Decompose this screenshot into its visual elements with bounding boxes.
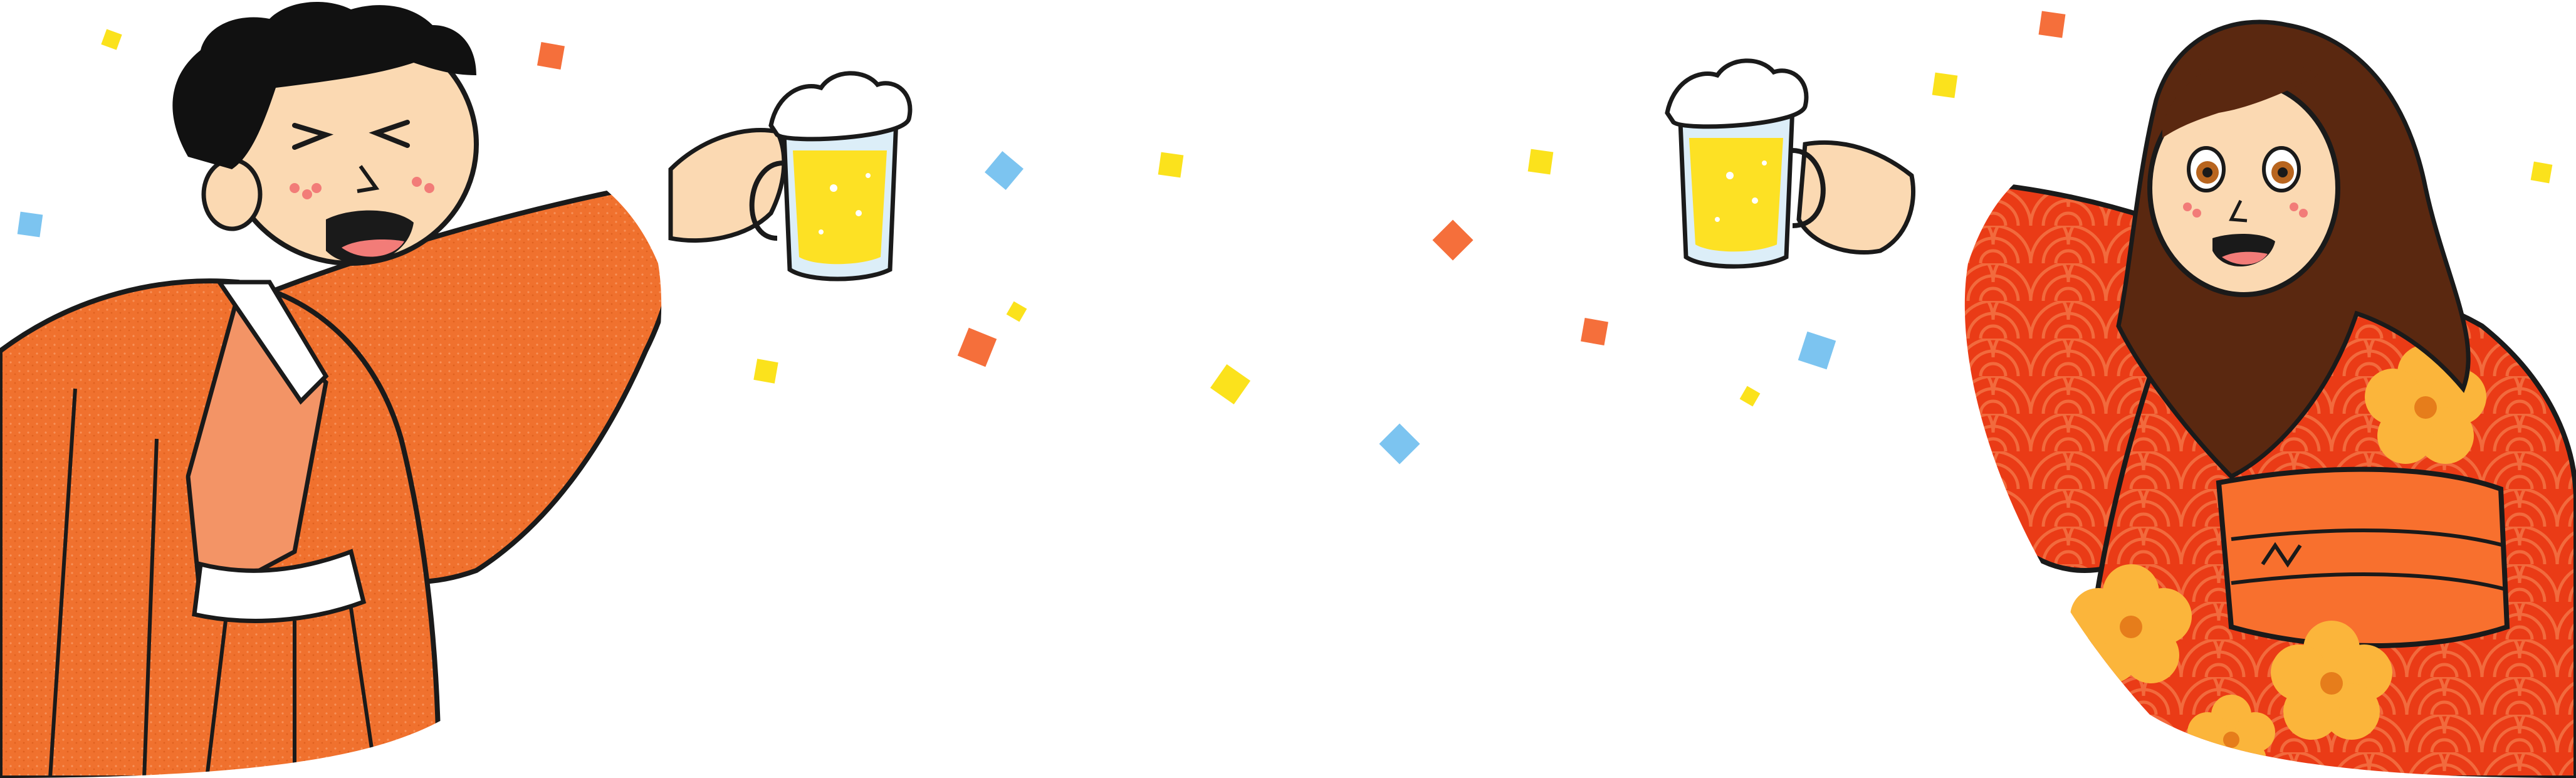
confetti-piece [753,359,778,384]
confetti-piece [1432,219,1474,261]
man-hand [668,128,787,243]
confetti-piece [537,41,565,70]
confetti-piece [2530,161,2553,184]
man-figure [0,1,913,778]
man-blush [290,177,434,199]
confetti-piece [1580,317,1609,346]
confetti-piece [17,211,43,238]
woman-blush [2183,202,2308,218]
man-ear [201,157,263,231]
man-hair [172,1,476,169]
man-collar [215,280,329,405]
confetti-piece [1210,364,1251,405]
woman-eyes [2187,146,2301,192]
confetti-piece [1379,423,1420,465]
man-himo-tie [192,549,367,623]
confetti-piece [2038,11,2066,38]
confetti-piece [101,29,122,50]
confetti-piece [957,327,997,367]
confetti-piece [1739,386,1761,407]
man-beer-mug-icon [749,71,913,281]
confetti-piece [1798,331,1836,370]
man-nose [357,165,380,193]
woman-nose [2229,199,2248,223]
confetti [17,11,2553,465]
woman-obi [2216,466,2510,648]
man-left-eye [292,123,334,150]
woman-hand [1796,140,1916,255]
confetti-piece [1006,301,1027,322]
confetti-piece [1158,152,1184,178]
confetti-piece [1527,149,1554,175]
confetti-piece [1932,72,1958,98]
woman-figure [1665,19,2576,778]
man-right-eye [369,120,410,148]
woman-beer-mug-icon [1665,58,1826,269]
confetti-piece [985,151,1024,190]
